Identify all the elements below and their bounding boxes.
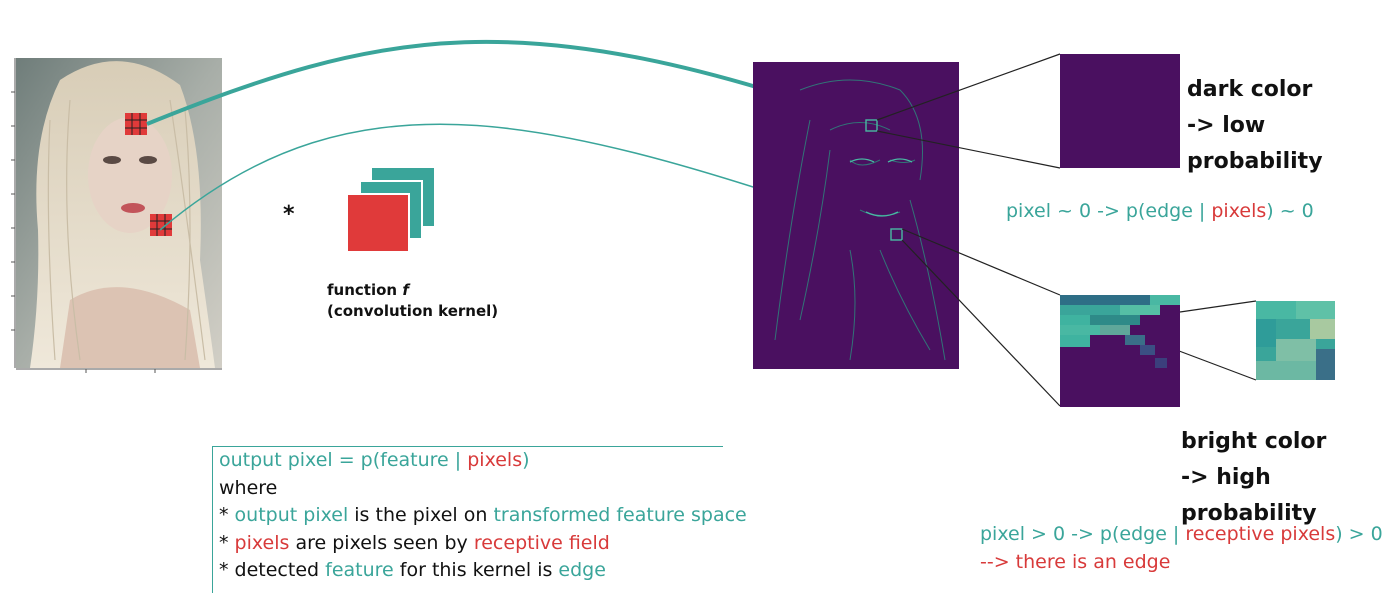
legend-pixels-term: pixels: [467, 449, 523, 471]
legend-feature-term: feature: [325, 559, 394, 581]
bright-color-label: bright color -> high probability: [1181, 424, 1400, 532]
legend-text: is the pixel on: [348, 504, 494, 526]
zoom-patch-further: [1256, 301, 1335, 380]
kernel-label-line1: function: [327, 281, 398, 299]
legend-line-where: where: [219, 476, 278, 499]
legend-output-pixel-def: output pixel = p(feature |: [219, 449, 468, 471]
legend-feature-space-term: transformed feature space: [493, 504, 747, 526]
receptive-field-forehead: [125, 113, 147, 135]
kernel-label-line2: (convolution kernel): [327, 302, 499, 320]
legend-receptive-field-term: receptive field: [473, 531, 610, 554]
kernel-label: function f (convolution kernel): [327, 280, 498, 322]
convolution-operator: *: [283, 202, 295, 227]
zoom-patch-dark: [1060, 54, 1180, 168]
legend-text: * detected: [219, 559, 326, 581]
legend-box: output pixel = p(feature | pixels) where…: [212, 446, 747, 593]
formula-low-probability: pixel ~ 0 -> p(edge | pixels) ~ 0: [1006, 200, 1314, 222]
kernel-symbol: f: [402, 281, 409, 299]
formula-high-receptive-pixels: receptive pixels: [1185, 523, 1336, 545]
legend-line-output-pixel: * output pixel is the pixel on transform…: [219, 502, 747, 530]
legend-close-paren: ): [522, 449, 530, 471]
legend-bullet: *: [219, 504, 235, 526]
legend-edge-term: edge: [558, 559, 606, 581]
formula-high-part3: ) > 0: [1335, 523, 1383, 545]
receptive-field-chin: [150, 214, 172, 236]
dark-color-title: dark color: [1187, 77, 1313, 102]
legend-output-pixel-term: output pixel: [234, 504, 349, 526]
legend-bullet: *: [219, 531, 235, 554]
formula-low-pixels: pixels: [1211, 200, 1267, 222]
convolution-kernel-stack: [346, 168, 434, 253]
feature-map: [753, 62, 959, 369]
legend-text: are pixels seen by: [289, 531, 474, 554]
connector-curve-top: [146, 39, 871, 126]
zoom-patch-bright: [1060, 295, 1180, 407]
legend-pixels-term: pixels: [234, 531, 290, 554]
formula-high-probability: pixel > 0 -> p(edge | receptive pixels) …: [980, 520, 1383, 576]
legend-text: for this kernel is: [393, 559, 559, 581]
bright-color-title: bright color: [1181, 429, 1327, 454]
edge-conclusion: --> there is an edge: [980, 551, 1171, 573]
legend-line-feature: * detected feature for this kernel is ed…: [219, 557, 723, 585]
dark-color-meaning: -> low probability: [1187, 113, 1323, 174]
legend-line-definition: output pixel = p(feature | pixels): [219, 447, 723, 475]
formula-low-part3: ) ~ 0: [1266, 200, 1314, 222]
formula-low-part1: pixel ~ 0 -> p(edge |: [1006, 200, 1212, 222]
dark-color-label: dark color -> low probability: [1187, 72, 1400, 180]
bright-color-meaning: -> high probability: [1181, 465, 1317, 526]
formula-high-part1: pixel > 0 -> p(edge |: [980, 523, 1186, 545]
legend-line-pixels: * pixels are pixels seen by receptive fi…: [219, 530, 723, 558]
